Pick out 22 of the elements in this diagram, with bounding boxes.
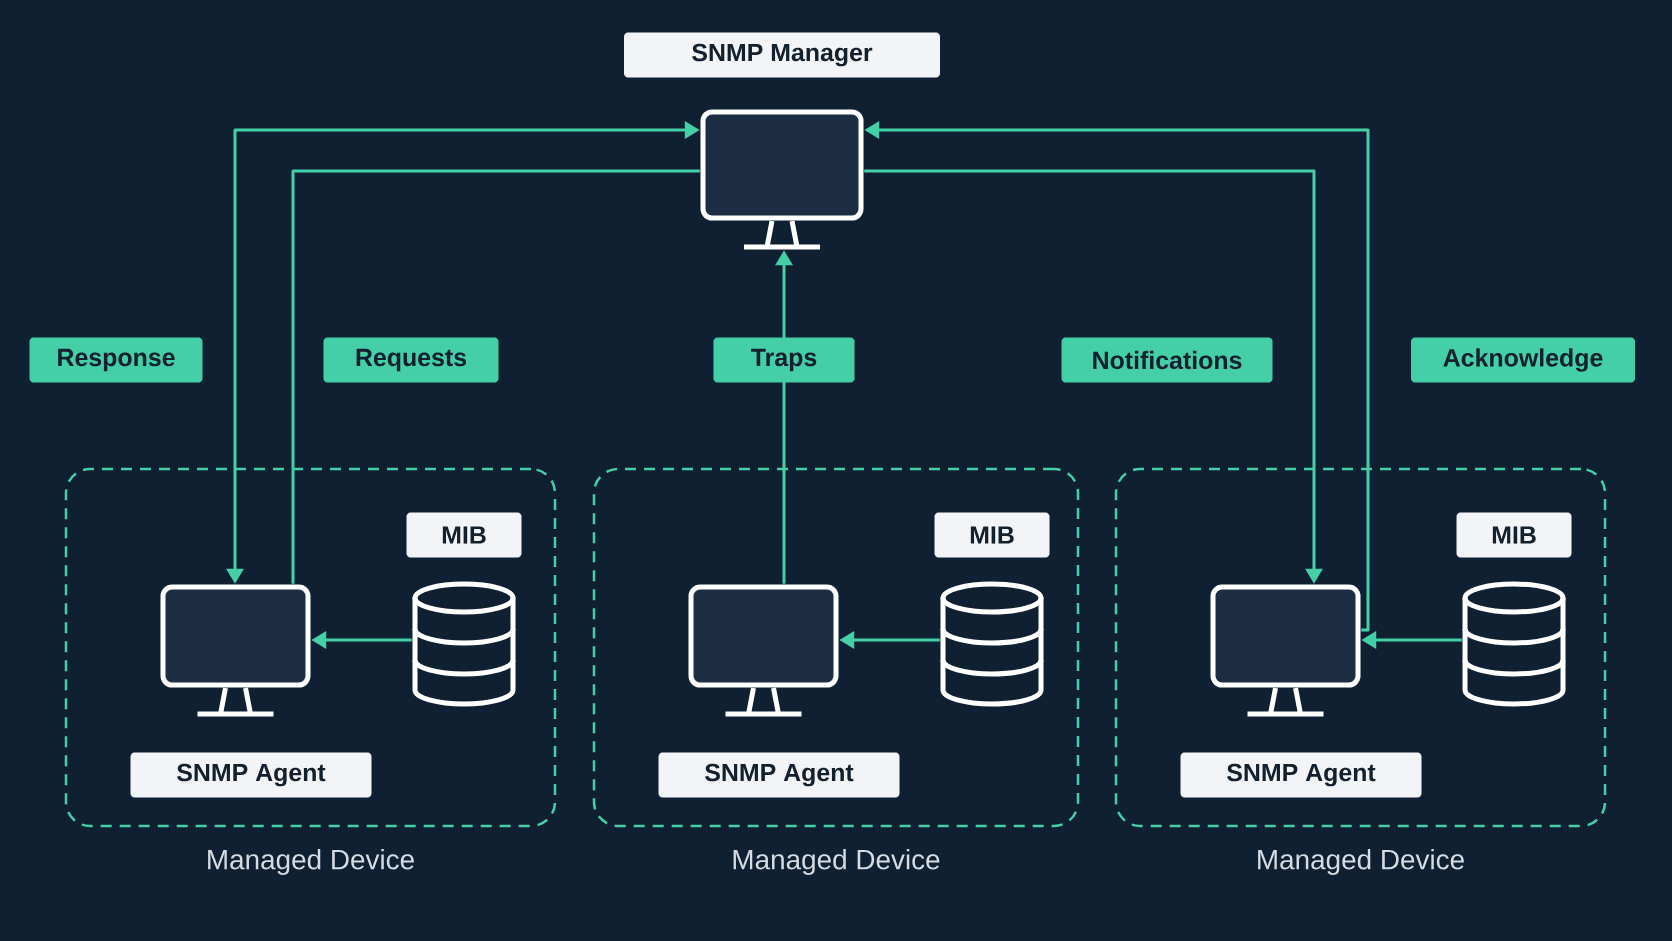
name-tag: MIB: [934, 512, 1050, 558]
edge-label: Response: [29, 337, 203, 383]
edge-label: Traps: [713, 337, 855, 383]
node-label: Managed Device: [733, 849, 940, 875]
name-tag: SNMP Agent: [130, 752, 372, 798]
name-tag: MIB: [406, 512, 522, 558]
monitor-icon: [1210, 584, 1361, 717]
name-tag: SNMP Agent: [1180, 752, 1422, 798]
monitor-icon: [688, 584, 839, 717]
name-tag: SNMP Agent: [658, 752, 900, 798]
database-icon: [412, 581, 516, 707]
node-label: Managed Device: [208, 849, 414, 875]
database-icon: [1462, 581, 1566, 707]
title-tag: SNMP Manager: [624, 32, 940, 78]
name-tag: MIB: [1456, 512, 1572, 558]
monitor-icon: [160, 584, 311, 717]
node-label: Managed Device: [1258, 849, 1464, 875]
edge-label: Acknowledge: [1411, 337, 1635, 383]
edge-label: Requests: [323, 337, 499, 383]
edge-label: Notifications: [1061, 337, 1273, 383]
database-icon: [940, 581, 1044, 707]
monitor-icon: [700, 109, 864, 250]
